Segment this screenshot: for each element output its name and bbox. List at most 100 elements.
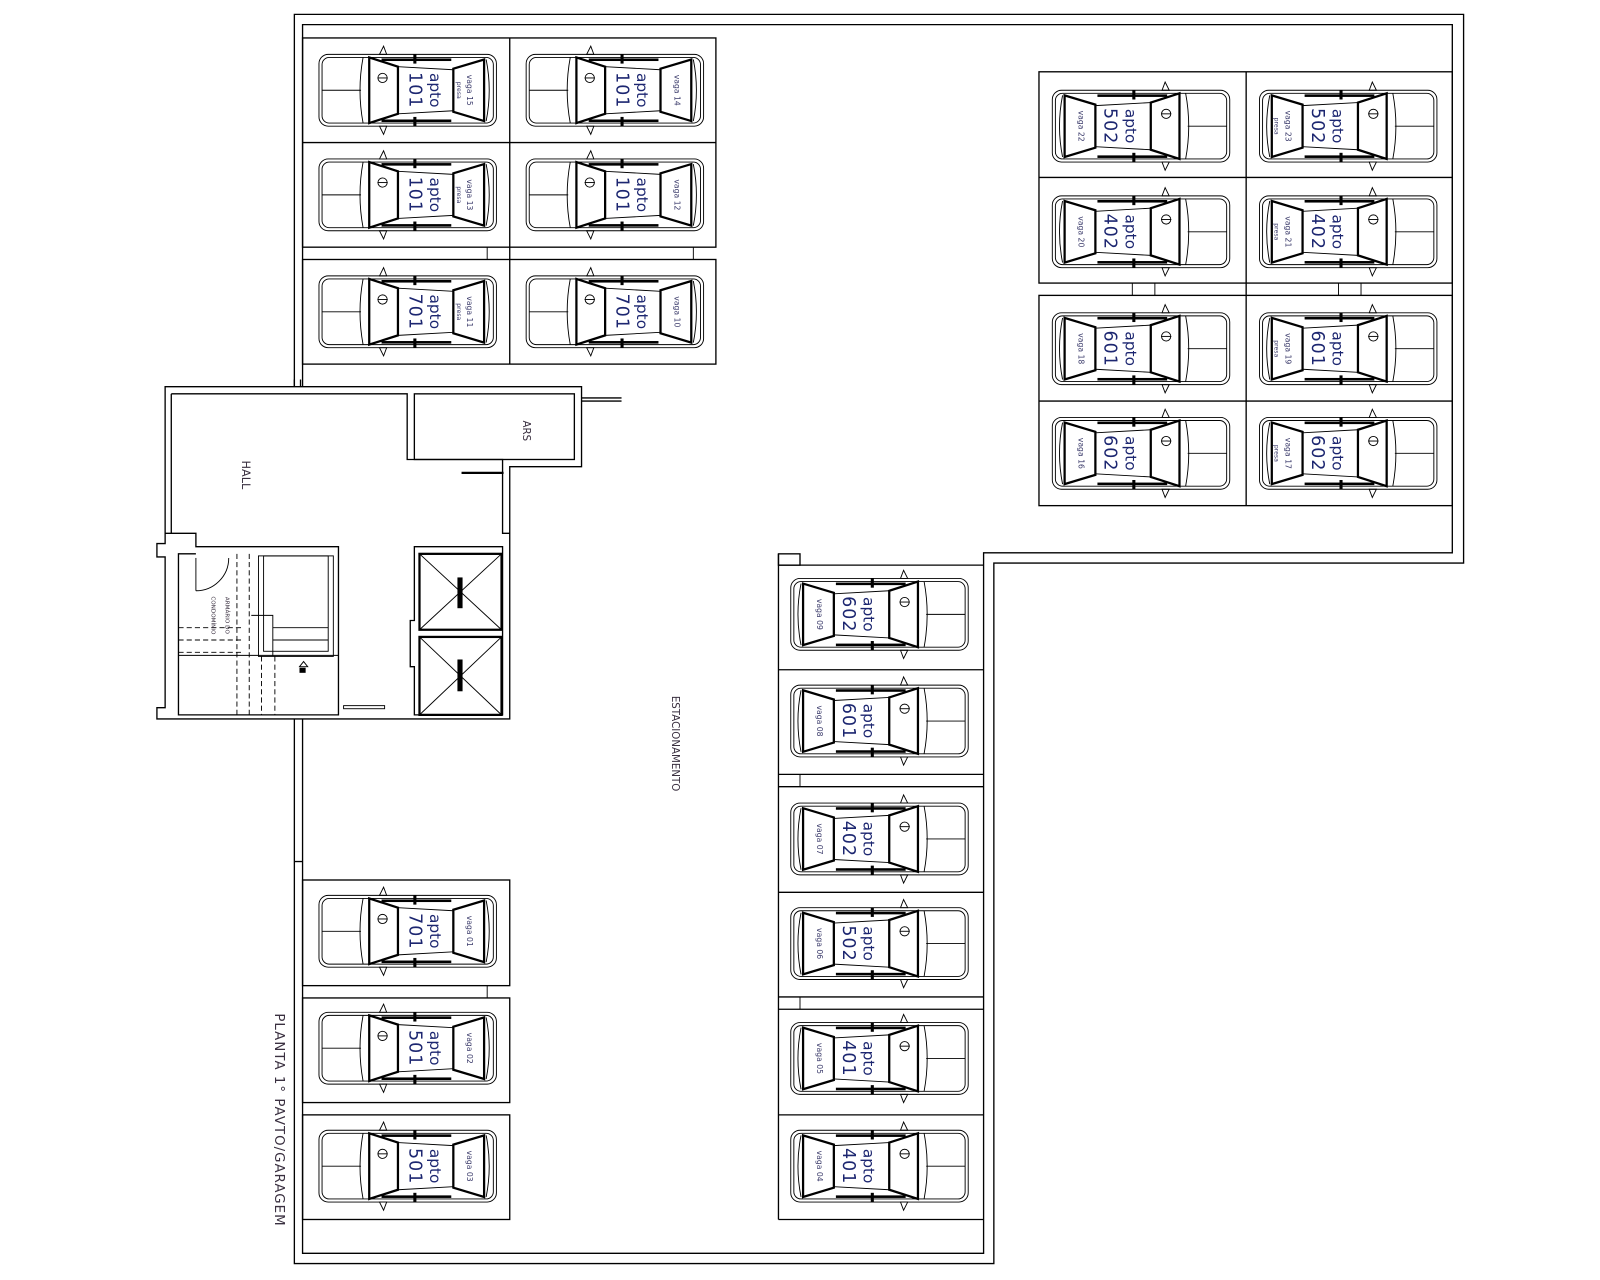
space-number: vaga 14: [672, 75, 681, 106]
apartment-number: 602: [1100, 435, 1120, 471]
apartment-label: apto: [426, 914, 444, 949]
space-number: vaga 10: [672, 296, 681, 327]
car-icon: [790, 793, 969, 885]
car-icon: [525, 266, 705, 358]
tandem-space-label: presa: [1272, 340, 1279, 357]
space-number: vaga 15: [465, 75, 474, 106]
armario-label-line1: ARMÁRIO DO: [224, 597, 231, 635]
car-icon: [318, 266, 497, 358]
space-number: vaga 04: [815, 1151, 824, 1182]
space-number: vaga 23: [1284, 111, 1293, 142]
apartment-label: apto: [1121, 331, 1139, 366]
building-core: HALL ARS ARMÁRIO DO CONDOMÍNIO: [156, 379, 622, 720]
space-number: vaga 08: [815, 705, 824, 736]
apartment-label: apto: [860, 926, 878, 961]
apartment-number: 101: [612, 177, 632, 213]
apartment-number: 502: [1100, 108, 1120, 144]
space-number: vaga 22: [1077, 111, 1086, 142]
space-number: vaga 06: [815, 928, 824, 959]
apartment-label: apto: [633, 178, 651, 213]
apartment-number: 402: [838, 821, 858, 857]
apartment-number: 401: [838, 1040, 858, 1076]
apartment-label: apto: [1328, 331, 1346, 366]
apartment-label: apto: [860, 822, 878, 857]
apartment-number: 402: [1100, 214, 1120, 250]
apartment-label: apto: [860, 1041, 878, 1076]
apartment-number: 402: [1307, 214, 1327, 250]
car-icon: [318, 45, 497, 136]
apartment-number: 601: [1307, 331, 1327, 367]
apartment-label: apto: [860, 1149, 878, 1184]
apartment-label: apto: [633, 73, 651, 108]
parking-bays: [301, 37, 1453, 1221]
car-icon: [1051, 186, 1231, 278]
space-number: vaga 09: [815, 599, 824, 630]
car-icon: [318, 886, 497, 977]
car-icon: [1051, 408, 1231, 499]
apartment-number: 701: [404, 913, 424, 949]
car-icon: [790, 1013, 969, 1104]
car-icon: [525, 45, 705, 136]
tandem-space-label: presa: [455, 186, 462, 203]
car-icon: [525, 149, 705, 241]
car-icon: [790, 898, 969, 989]
apartment-label: apto: [426, 1031, 444, 1066]
armario-label-line2: CONDOMÍNIO: [209, 596, 216, 635]
space-number: vaga 17: [1284, 438, 1293, 469]
apartment-number: 401: [838, 1148, 858, 1184]
space-number: vaga 11: [465, 296, 474, 327]
plan-title: PLANTA 1° PAVTO/GARAGEM: [271, 1013, 286, 1226]
tandem-space-label: presa: [455, 82, 462, 99]
apartment-label: apto: [426, 294, 444, 329]
tandem-space-label: presa: [1272, 223, 1279, 240]
apartment-label: apto: [426, 178, 444, 213]
apartment-label: apto: [426, 1149, 444, 1184]
apartment-label: apto: [1121, 214, 1139, 249]
car-icon: [790, 675, 969, 767]
apartment-number: 601: [1100, 331, 1120, 367]
parking-area-label: ESTACIONAMENTO: [669, 696, 681, 792]
space-number: vaga 07: [815, 823, 824, 854]
car-icon: [1259, 80, 1438, 172]
apartment-label: apto: [860, 597, 878, 632]
elevators: [409, 546, 504, 716]
space-number: vaga 19: [1284, 333, 1293, 364]
tandem-space-label: presa: [1272, 445, 1279, 462]
car-icon: [318, 1002, 497, 1094]
car-icon: [318, 1120, 497, 1212]
apartment-number: 501: [404, 1148, 424, 1184]
ars-label: ARS: [520, 420, 532, 441]
hall-label: HALL: [239, 461, 252, 490]
apartment-label: apto: [426, 73, 444, 108]
apartment-number: 502: [838, 925, 858, 961]
apartment-number: 601: [838, 703, 858, 739]
apartment-number: 101: [404, 72, 424, 108]
car-icon: [1259, 408, 1438, 499]
space-number: vaga 21: [1284, 216, 1293, 247]
apartment-number: 101: [612, 72, 632, 108]
space-number: vaga 16: [1077, 438, 1086, 469]
car-icon: [1259, 303, 1438, 394]
apartment-number: 701: [404, 294, 424, 330]
car-icon: [318, 149, 497, 241]
apartment-label: apto: [1328, 109, 1346, 144]
apartment-number: 501: [404, 1030, 424, 1066]
apartment-label: apto: [860, 704, 878, 739]
